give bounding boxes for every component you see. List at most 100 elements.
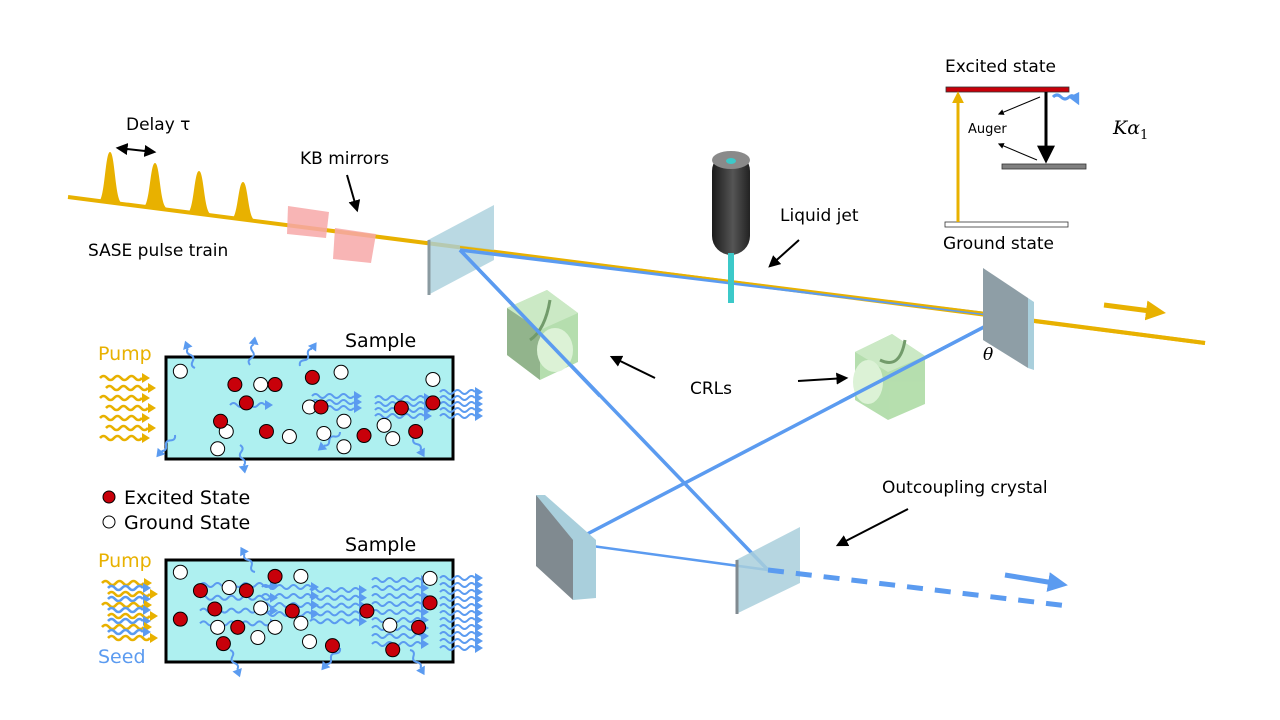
liquid-jet [712,151,750,303]
excited-state-atom [172,611,188,627]
atoms-1 [172,363,441,457]
legend-excited-marker [102,490,116,504]
ground-state-atom [376,417,392,433]
xfel-output-arrow [1103,300,1166,321]
ground-state-label: Ground state [943,234,1054,254]
seed-wave [107,627,151,637]
jet-nozzle [712,152,750,255]
stimulated-emission [309,592,367,603]
ground-state-atom [425,371,441,387]
excited-state-atom [304,369,320,385]
sample-panel-pump-seed: Sample Pump Seed [98,534,483,678]
pump-wave [99,393,150,403]
pump-wave [99,413,150,423]
spontaneous-emission [229,649,242,678]
excited-state-atom [313,399,329,415]
ground-state-atom [382,617,398,633]
sample-label-1: Sample [345,330,416,352]
outcoupled-direction-arrow [1004,572,1068,592]
excited-state-atom [267,568,283,584]
excited-state-atom [192,583,208,599]
excited-state-atom [356,428,372,444]
auger-arrow-1 [997,96,1041,115]
ground-state-atom [253,600,269,616]
atoms-2 [172,564,438,658]
excited-state-atom [238,583,254,599]
spontaneous-emission [183,340,196,369]
kb-mirror-1 [287,206,329,238]
stimulated-emission [439,643,483,653]
ground-state-atom [281,429,297,445]
ground-state-atom [293,615,309,631]
ground-level [944,221,1069,228]
excited-state-atom [284,603,300,619]
pump-seed-waves [101,578,158,643]
ground-state-atom [422,570,438,586]
k-alpha-label: Kα1 [1112,117,1148,143]
legend-excited-label: Excited State [124,487,250,509]
spontaneous-emission [321,647,342,671]
excited-state-atom [213,413,229,429]
excited-state-atom [207,601,223,617]
liquid-jet-label: Liquid jet [780,206,859,226]
legend-ground-label: Ground State [124,512,250,534]
excited-state-label: Excited state [945,57,1056,77]
k-alpha-emission-icon [1051,91,1080,106]
jet-orifice [726,158,736,164]
cavity-beam-bottom [569,541,769,572]
delay-arrow [115,143,157,157]
outcoupling-crystal-label: Outcoupling crystal [882,478,1048,498]
pump-wave [105,403,156,413]
xfel-pulse [231,182,255,220]
xfel-pulse [98,152,122,203]
stimulated-emission [309,616,367,627]
excited-state-atom [422,595,438,611]
excited-state-atom [425,395,441,411]
sample-label-2: Sample [345,534,416,556]
excited-state-atom [385,642,401,658]
ground-state-atom [293,568,309,584]
stimulated-emission [439,580,483,590]
pump-label-2: Pump [98,550,152,572]
excited-level [945,86,1070,93]
stimulated-emission [371,591,429,601]
atom-legend: Excited State Ground State [102,487,250,534]
kb-mirrors-label: KB mirrors [300,149,389,169]
stimulated-emission [371,631,429,641]
pump-waves [99,373,156,443]
excited-state-atom [227,377,243,393]
crl-beam-through-1 [458,248,602,398]
excited-state-atom [359,603,375,619]
spontaneous-emission [240,546,256,573]
bragg-crystal-bottom-left [536,495,596,600]
ground-state-atom [253,377,269,393]
stimulated-emission [371,607,429,617]
excited-state-atom [230,619,246,635]
spontaneous-emission [317,431,341,451]
pump-wave [107,633,158,643]
ground-state-atom [221,580,237,596]
bragg-crystal-right [983,268,1034,370]
delay-label: Delay τ [126,115,190,135]
liquid-jet-pointer [768,239,800,268]
ground-state-atom [316,426,332,441]
seed-wave [107,605,151,615]
stimulated-emission [439,636,483,646]
excited-state-atom [238,395,254,411]
pump-wave [99,373,150,383]
spontaneous-emission [238,444,249,474]
excited-state-atom [267,377,283,393]
ground-state-atom [302,634,317,650]
ground-state-atom [210,619,226,635]
crl-beam-through-2 [839,314,1006,404]
stimulated-emission [439,594,483,604]
ground-state-atom [172,564,188,580]
stimulated-emission [261,582,319,592]
intermediate-level [1001,163,1087,170]
pump-wave [105,383,156,393]
xfel-pulse [187,171,211,214]
spontaneous-emission [298,342,317,367]
emission-waves-2 [199,546,483,678]
excited-state-atom [215,636,231,652]
xfel-pulse [143,163,167,208]
